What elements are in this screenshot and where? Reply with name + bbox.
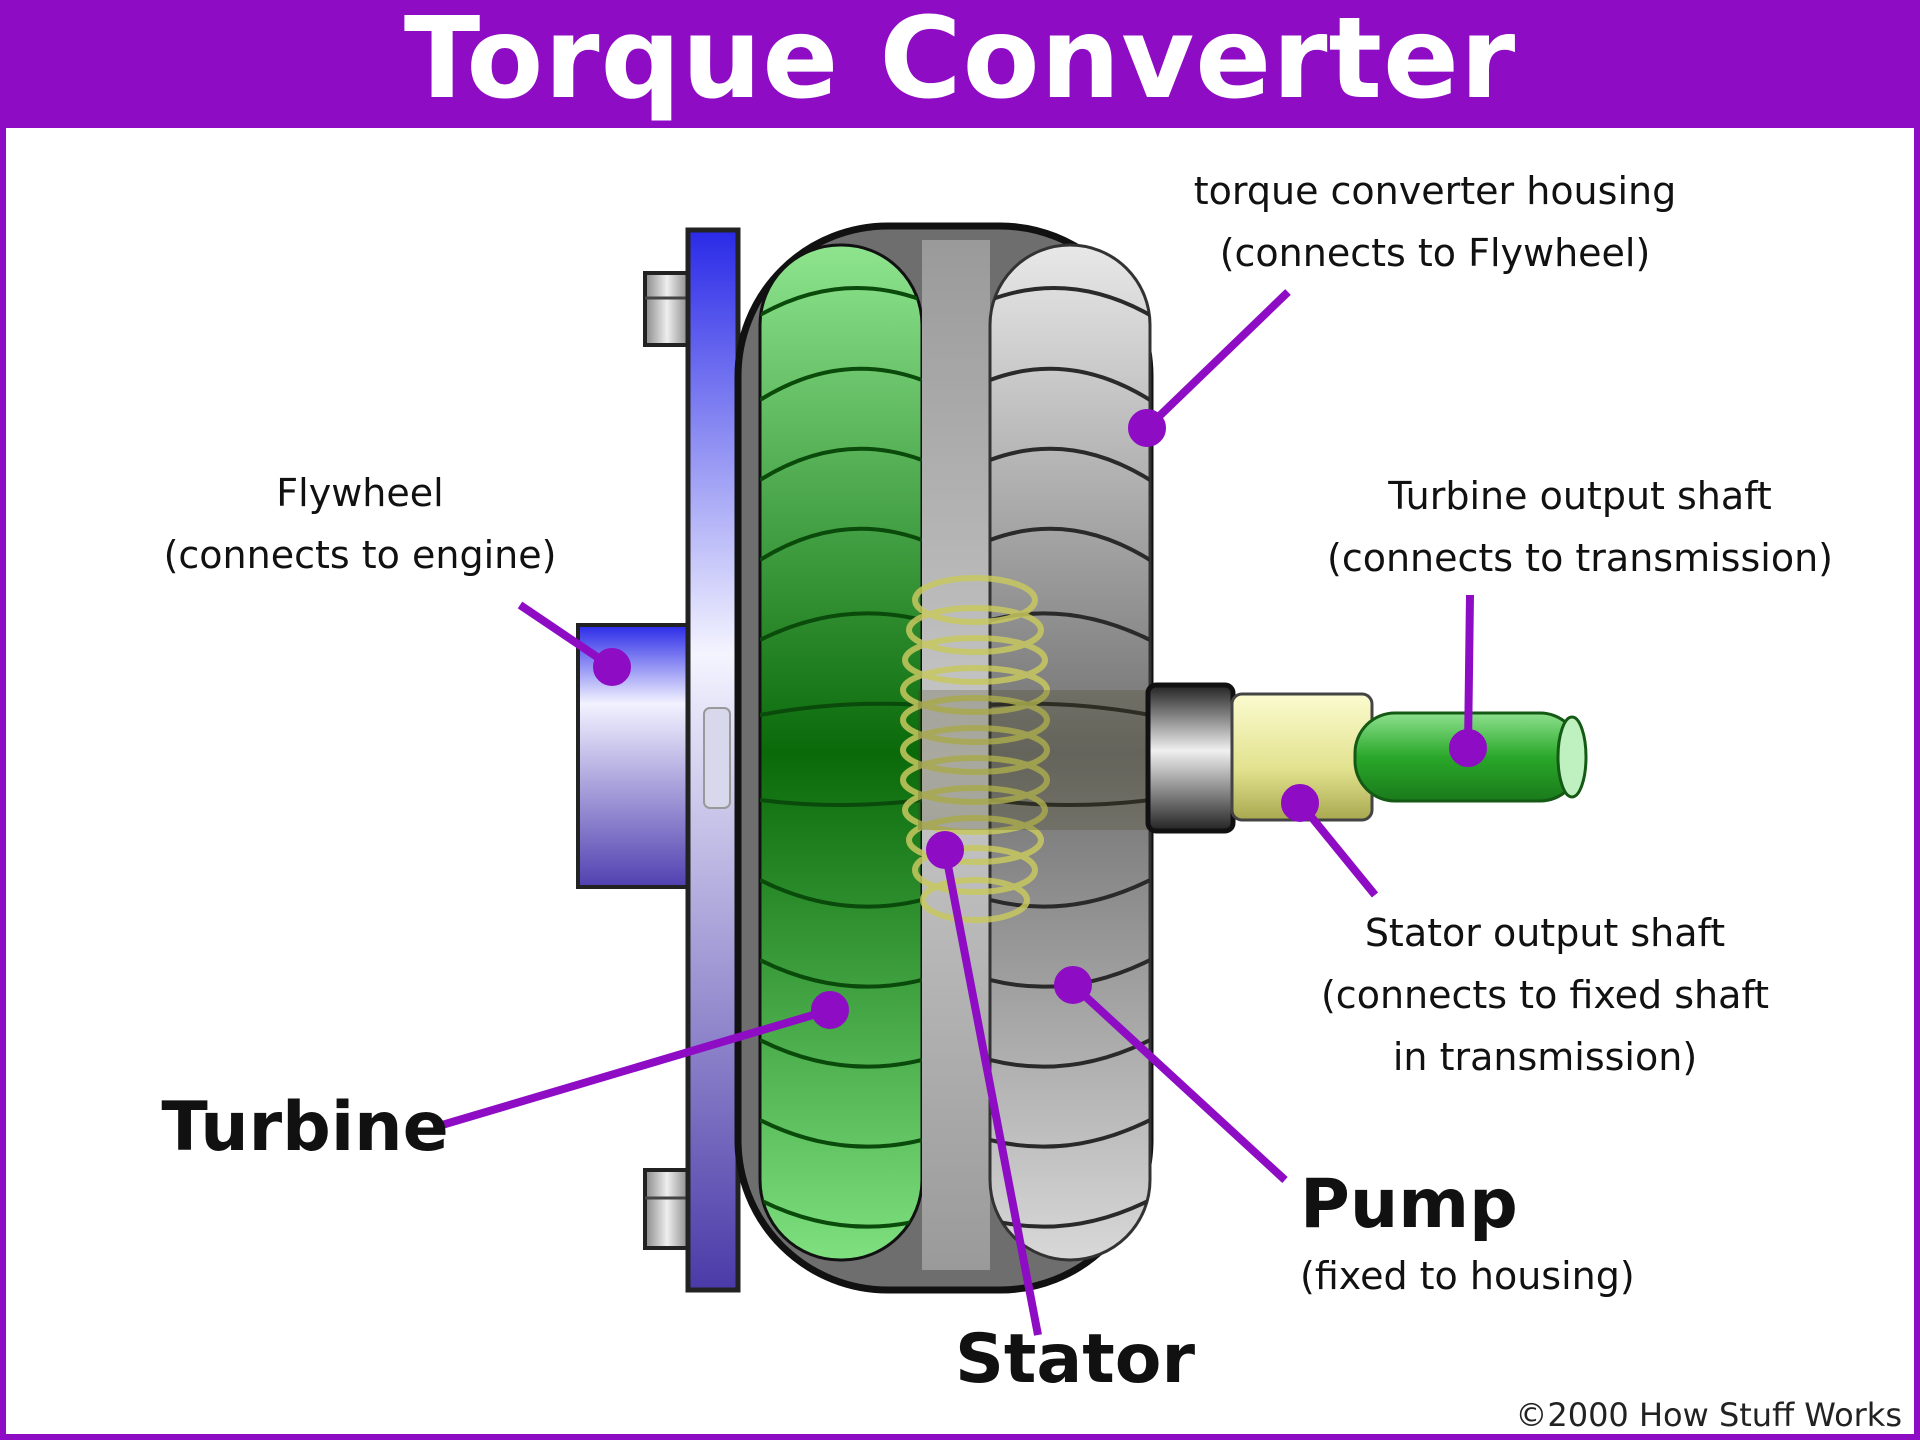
bolt-top <box>643 271 691 347</box>
stator-band <box>922 240 990 1270</box>
stator-label: Stator <box>954 1320 1196 1399</box>
copyright-notice: ©2000 How Stuff Works <box>1515 1396 1902 1434</box>
leader-lines <box>440 289 1487 1336</box>
turbine-body <box>758 243 924 1262</box>
housing-label: torque converter housing (connects to Fl… <box>1193 169 1677 275</box>
flywheel-label: Flywheel (connects to engine) <box>163 471 557 577</box>
pump-label: Pump (fixed to housing) <box>1300 1165 1635 1298</box>
shaft-collar <box>1145 682 1236 834</box>
title-bar: Torque Converter <box>0 0 1920 128</box>
turbine-vanes <box>760 286 922 1229</box>
bolt-bottom <box>643 1168 691 1250</box>
turbine-label: Turbine <box>161 1088 449 1167</box>
turbine-output-shaft-label: Turbine output shaft (connects to transm… <box>1327 474 1833 580</box>
stator-output-shaft-label: Stator output shaft (connects to fixed s… <box>1320 911 1770 1079</box>
page-title: Torque Converter <box>403 0 1517 124</box>
stator-coils <box>900 575 1050 923</box>
